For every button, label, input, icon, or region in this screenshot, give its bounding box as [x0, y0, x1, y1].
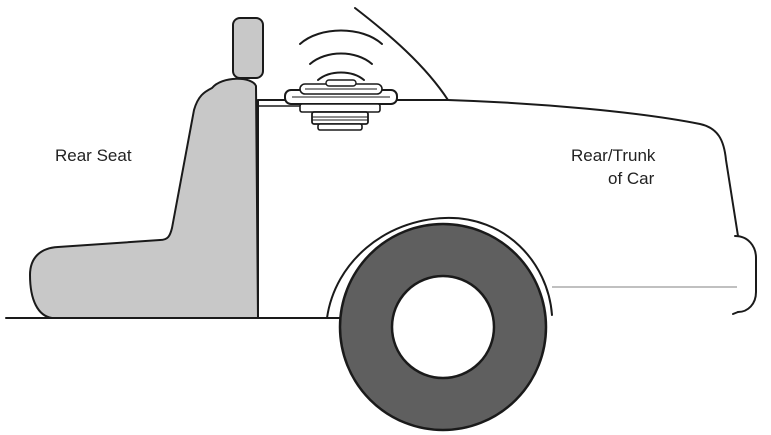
- wheel-arch: [326, 216, 553, 319]
- label-rear-seat: Rear Seat: [55, 146, 132, 165]
- speaker-icon: [284, 79, 398, 131]
- headrest: [232, 17, 264, 79]
- label-rear-trunk-line2: of Car: [608, 169, 655, 188]
- rear-bumper: [734, 235, 757, 313]
- rear-window-line: [354, 7, 449, 101]
- rear-seat-shape: [29, 77, 259, 319]
- label-rear-trunk-line1: Rear/Trunk: [571, 146, 656, 165]
- sound-waves-icon: [299, 29, 383, 81]
- wheel-hub: [390, 274, 496, 380]
